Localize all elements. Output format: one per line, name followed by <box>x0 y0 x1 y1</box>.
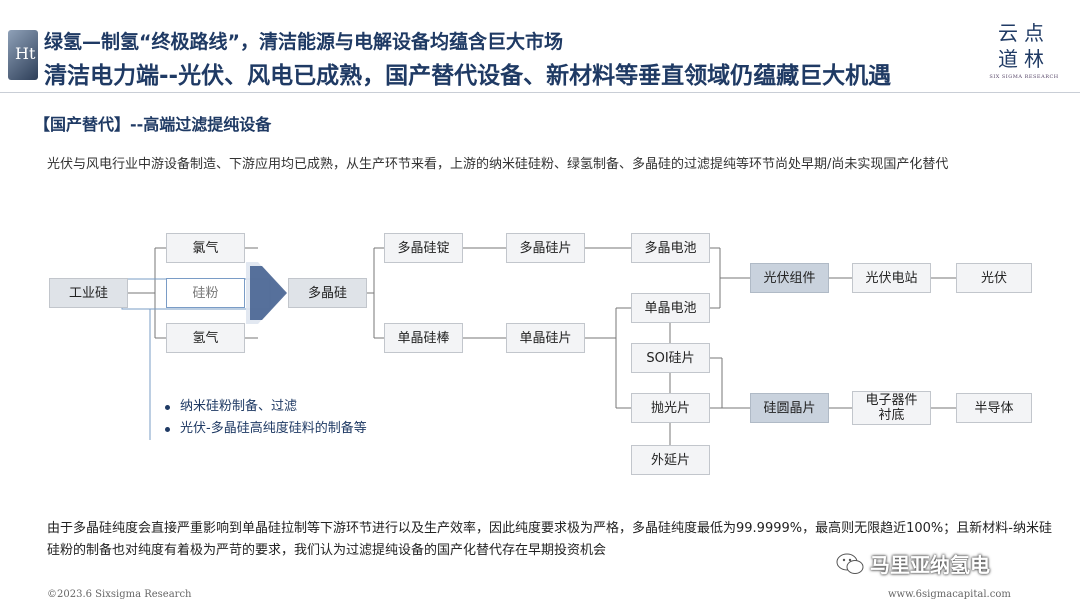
header-divider <box>0 92 1080 93</box>
box-mono-wafer: 单晶硅片 <box>506 323 585 353</box>
substrate-line2: 衬底 <box>878 408 905 423</box>
conclusion-paragraph: 由于多晶硅纯度会直接严重影响到单晶硅拉制等下游环节进行以及生产效率，因此纯度要求… <box>47 521 1052 558</box>
wechat-icon <box>836 553 864 574</box>
bullet-item: 光伏-多晶硅高纯度硅料的制备等 <box>165 418 367 440</box>
box-mono-cell: 单晶电池 <box>631 293 710 323</box>
box-pv-module: 光伏组件 <box>750 263 829 293</box>
intro-paragraph: 光伏与风电行业中游设备制造、下游应用均已成熟，从生产环节来看，上游的纳米硅硅粉、… <box>47 157 949 172</box>
box-silicon-powder: 硅粉 <box>166 278 245 308</box>
box-polished-wafer: 抛光片 <box>631 393 710 423</box>
wechat-name: 马里亚纳氢电 <box>870 553 990 577</box>
box-silicon-wafer: 硅圆晶片 <box>750 393 829 423</box>
box-chlorine: 氯气 <box>166 233 245 263</box>
box-pv-plant: 光伏电站 <box>852 263 931 293</box>
company-logo: Ht <box>8 30 38 80</box>
substrate-line1: 电子器件 <box>865 393 918 408</box>
footer-copyright: ©2023.6 Sixsigma Research <box>47 589 192 600</box>
bullet-text: 光伏-多晶硅高纯度硅料的制备等 <box>180 421 367 436</box>
box-epi-wafer: 外延片 <box>631 445 710 475</box>
box-poly-ingot: 多晶硅锭 <box>384 233 463 263</box>
brand-cn-line2: 道林 <box>998 47 1050 71</box>
opportunity-bullets: 纳米硅粉制备、过滤 光伏-多晶硅高纯度硅料的制备等 <box>165 396 367 440</box>
brand-en: SIX SIGMA RESEARCH <box>989 74 1059 80</box>
wechat-watermark: 马里亚纳氢电 <box>836 549 990 578</box>
logo-glyph: Ht <box>15 44 36 63</box>
bullet-item: 纳米硅粉制备、过滤 <box>165 396 367 418</box>
box-mono-rod: 单晶硅棒 <box>384 323 463 353</box>
box-poly-cell: 多晶电池 <box>631 233 710 263</box>
brand-mark: 云点 道林 SIX SIGMA RESEARCH <box>984 20 1064 80</box>
bullet-text: 纳米硅粉制备、过滤 <box>180 399 298 414</box>
box-hydrogen: 氢气 <box>166 323 245 353</box>
bullet-dot-icon <box>165 404 170 410</box>
box-pv: 光伏 <box>956 263 1032 293</box>
box-electronic-substrate: 电子器件 衬底 <box>852 391 931 425</box>
box-industrial-silicon: 工业硅 <box>49 278 128 308</box>
box-semiconductor: 半导体 <box>956 393 1032 423</box>
page-title-line1: 绿氢—制氢“终极路线”，清洁能源与电解设备均蕴含巨大市场 <box>44 31 563 53</box>
footer-website: www.6sigmacapital.com <box>888 589 1011 600</box>
bullet-dot-icon <box>165 426 170 432</box>
brand-cn-line1: 云点 <box>998 21 1050 45</box>
box-poly-wafer: 多晶硅片 <box>506 233 585 263</box>
page-title-line2: 清洁电力端--光伏、风电已成熟，国产替代设备、新材料等垂直领域仍蕴藏巨大机遇 <box>44 63 892 89</box>
box-soi-wafer: SOI硅片 <box>631 343 710 373</box>
section-title: 【国产替代】--高端过滤提纯设备 <box>34 115 272 134</box>
box-polysilicon: 多晶硅 <box>288 278 367 308</box>
